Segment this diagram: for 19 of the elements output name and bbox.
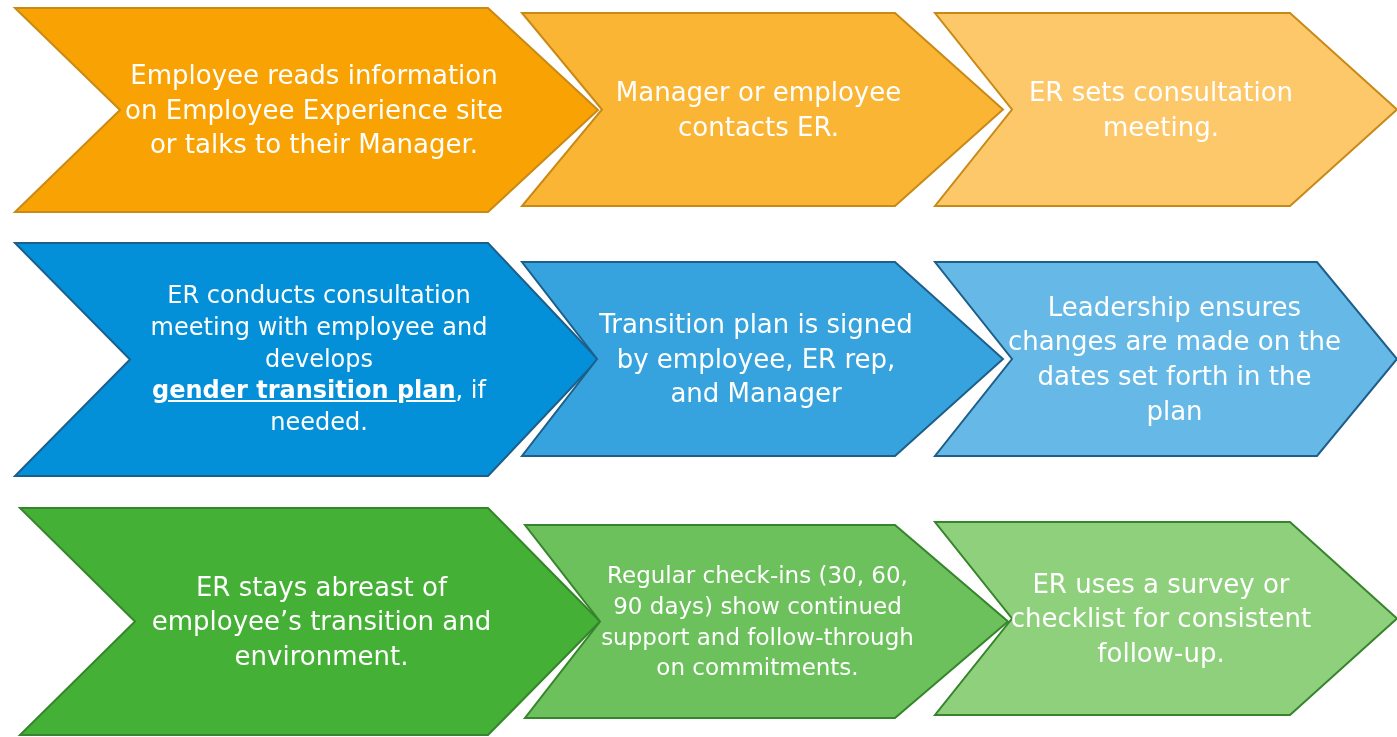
- chevron-step: [522, 13, 1003, 206]
- step-text: ER sets consultation meeting.: [1027, 75, 1295, 144]
- step-text: Manager or employee contacts ER.: [614, 75, 903, 144]
- chevron-step: [522, 262, 1003, 456]
- chevron-step: [20, 508, 600, 735]
- chevron-step: [935, 522, 1397, 715]
- step-text: ER uses a survey or checklist for consistent follow-up.: [1009, 567, 1313, 670]
- link: gender transition plan: [152, 376, 456, 405]
- chevron-step: [525, 525, 1008, 718]
- step-text: Leadership ensures changes are made on the dates set forth in the plan: [1007, 290, 1342, 428]
- chevron-step: [15, 243, 598, 476]
- step-text: Transition plan is signed by employee, ER rep, and Manager: [598, 308, 914, 411]
- step-text: Regular check-ins (30, 60, 90 days) show continued support and follow-through on commitments.: [600, 561, 915, 683]
- step-text: ER stays abreast of employee’s transition and environment.: [150, 570, 493, 673]
- step-text: ER conducts consultation meeting with employee and develops gender transition plan, if needed.: [149, 279, 489, 439]
- chevron-step: [935, 262, 1397, 456]
- step-text: Employee reads information on Employee Experience site or talks to their Manager.: [124, 59, 504, 162]
- chevron-step: [15, 8, 598, 212]
- chevron-step: [935, 13, 1397, 206]
